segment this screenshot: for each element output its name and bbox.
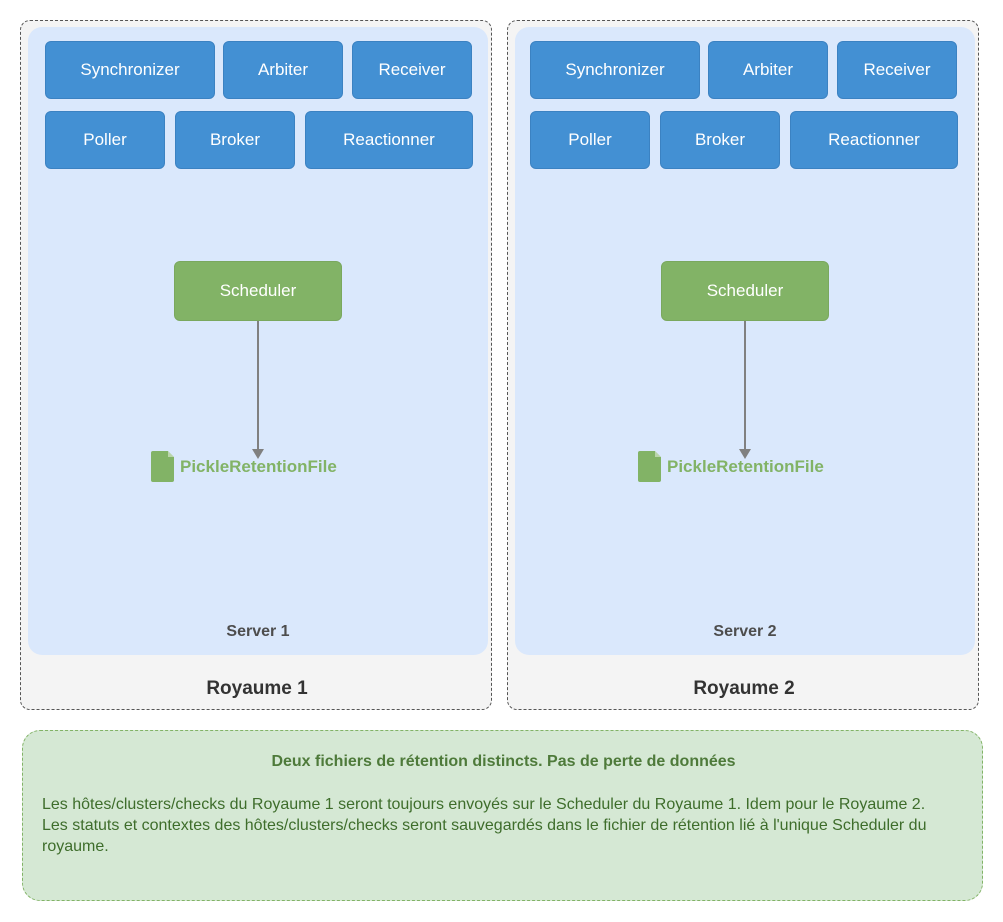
realm-label: Royaume 1 — [206, 678, 308, 699]
note-title: Deux fichiers de rétention distincts. Pa… — [271, 753, 736, 770]
realm-2: Synchronizer Arbiter Receiver Poller Bro… — [507, 20, 979, 710]
poller-node: Poller — [530, 111, 650, 169]
retention-file-label: PickleRetentionFile — [667, 457, 824, 476]
scheduler-to-file-arrow — [252, 321, 264, 459]
file-icon — [638, 451, 661, 482]
retention-file-label: PickleRetentionFile — [180, 457, 337, 476]
reactionner-node: Reactionner — [305, 111, 473, 169]
server-label: Server 1 — [226, 623, 290, 640]
receiver-node: Receiver — [352, 41, 472, 99]
explanation-note: Deux fichiers de rétention distincts. Pa… — [22, 730, 983, 901]
server-2-box: Synchronizer Arbiter Receiver Poller Bro… — [515, 27, 975, 655]
file-icon — [151, 451, 174, 482]
server-1-box: Synchronizer Arbiter Receiver Poller Bro… — [28, 27, 488, 655]
realm-label: Royaume 2 — [693, 678, 795, 699]
note-paragraph: Les statuts et contextes des hôtes/clust… — [42, 817, 927, 855]
scheduler-to-file-arrow — [739, 321, 751, 459]
receiver-node: Receiver — [837, 41, 957, 99]
poller-node: Poller — [45, 111, 165, 169]
broker-node: Broker — [175, 111, 295, 169]
server-label: Server 2 — [713, 623, 777, 640]
reactionner-node: Reactionner — [790, 111, 958, 169]
broker-node: Broker — [660, 111, 780, 169]
scheduler-node: Scheduler — [174, 261, 342, 321]
synchronizer-node: Synchronizer — [530, 41, 700, 99]
realm-1: Synchronizer Arbiter Receiver Poller Bro… — [20, 20, 492, 710]
arbiter-node: Arbiter — [708, 41, 828, 99]
note-paragraph: Les hôtes/clusters/checks du Royaume 1 s… — [42, 796, 926, 813]
arbiter-node: Arbiter — [223, 41, 343, 99]
note-body: Les hôtes/clusters/checks du Royaume 1 s… — [42, 794, 962, 857]
scheduler-node: Scheduler — [661, 261, 829, 321]
synchronizer-node: Synchronizer — [45, 41, 215, 99]
